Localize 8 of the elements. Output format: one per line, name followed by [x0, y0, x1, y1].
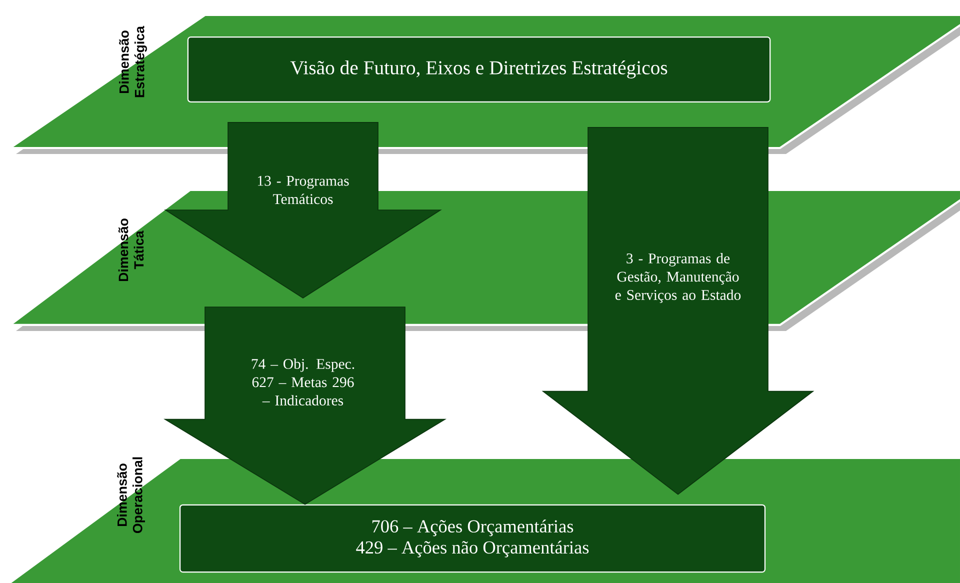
edge-label: 3 - Programas de Gestão, Manutenção e Serviços ao Estado: [615, 253, 741, 303]
block-arrow: [542, 127, 814, 495]
edge-label: 13 - Programas Temáticos: [258, 176, 349, 204]
text-box: Visão de Futuro, Eixos e Diretrizes Estratégicos: [187, 36, 771, 102]
block-arrow: [164, 306, 447, 505]
edge-label: 74 – Obj. Espec. 627 – Metas 296 – Indicadores: [252, 358, 354, 406]
text-box: 706 – Ações Orçamentárias 429 – Ações não Orçamentárias: [179, 504, 766, 573]
block-arrow: [164, 122, 442, 298]
